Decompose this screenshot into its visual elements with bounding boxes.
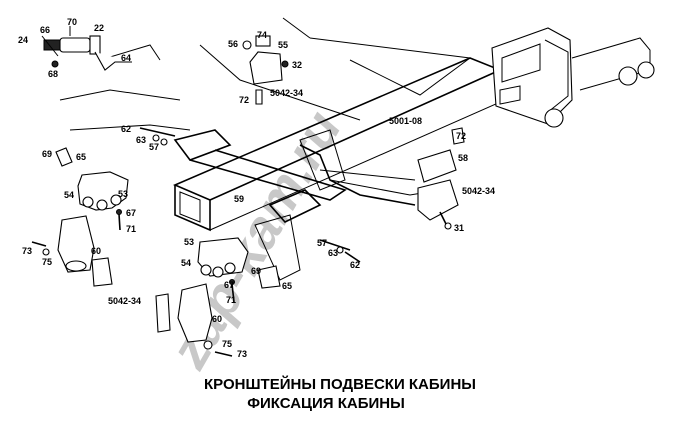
label-57-right: 57	[317, 238, 327, 248]
label-57-left: 57	[149, 142, 159, 152]
group-right-mount	[299, 127, 465, 230]
label-71-center: 71	[226, 295, 236, 305]
diagram-title: КРОНШТЕЙНЫ ПОДВЕСКИ КАБИНЫ ФИКСАЦИЯ КАБИ…	[204, 375, 476, 412]
label-31: 31	[454, 223, 464, 233]
label-63-right: 63	[328, 248, 338, 258]
label-75-center: 75	[222, 339, 232, 349]
part-labels: 24 66 70 22 68 64 56 74 55 32 72 5042-34…	[18, 17, 495, 359]
title-line-1: КРОНШТЕЙНЫ ПОДВЕСКИ КАБИНЫ	[204, 375, 476, 393]
title-line-2: ФИКСАЦИЯ КАБИНЫ	[247, 395, 405, 412]
label-5042-top: 5042-34	[270, 88, 303, 98]
label-56: 56	[228, 39, 238, 49]
label-60-center: 60	[212, 314, 222, 324]
label-5042-right: 5042-34	[462, 186, 495, 196]
label-22: 22	[94, 23, 104, 33]
label-32: 32	[292, 60, 302, 70]
label-5001-08: 5001-08	[389, 116, 422, 126]
label-69-center: 69	[251, 266, 261, 276]
label-69-left: 69	[42, 149, 52, 159]
label-53-center: 53	[184, 237, 194, 247]
label-60-left: 60	[91, 246, 101, 256]
label-64: 64	[121, 53, 131, 63]
group-lower-mount	[155, 237, 281, 357]
label-72-right: 72	[456, 131, 466, 141]
label-63-left: 63	[136, 135, 146, 145]
label-72-top: 72	[239, 95, 249, 105]
label-54-left: 54	[64, 190, 74, 200]
label-70: 70	[67, 17, 77, 27]
label-73-left: 73	[22, 246, 32, 256]
label-62-left: 62	[121, 124, 131, 134]
label-54-center: 54	[181, 258, 191, 268]
label-5042-left: 5042-34	[108, 296, 141, 306]
label-55: 55	[278, 40, 288, 50]
group-latch	[41, 26, 132, 71]
label-65-left: 65	[76, 152, 86, 162]
label-73-center: 73	[237, 349, 247, 359]
cross-member	[173, 129, 441, 281]
label-24: 24	[18, 35, 28, 45]
label-58: 58	[458, 153, 468, 163]
group-top-bracket	[242, 35, 289, 105]
label-75-left: 75	[42, 257, 52, 267]
label-59: 59	[234, 194, 244, 204]
label-62-right: 62	[350, 260, 360, 270]
label-65-center: 65	[282, 281, 292, 291]
label-68: 68	[48, 69, 58, 79]
group-bolts-left	[139, 127, 361, 263]
label-66: 66	[40, 25, 50, 35]
label-67-center: 67	[224, 280, 234, 290]
label-74: 74	[257, 30, 267, 40]
label-71-left: 71	[126, 224, 136, 234]
label-53-left: 53	[118, 189, 128, 199]
label-67-left: 67	[126, 208, 136, 218]
group-left-mount	[31, 147, 129, 287]
truck-illustration	[491, 27, 655, 128]
